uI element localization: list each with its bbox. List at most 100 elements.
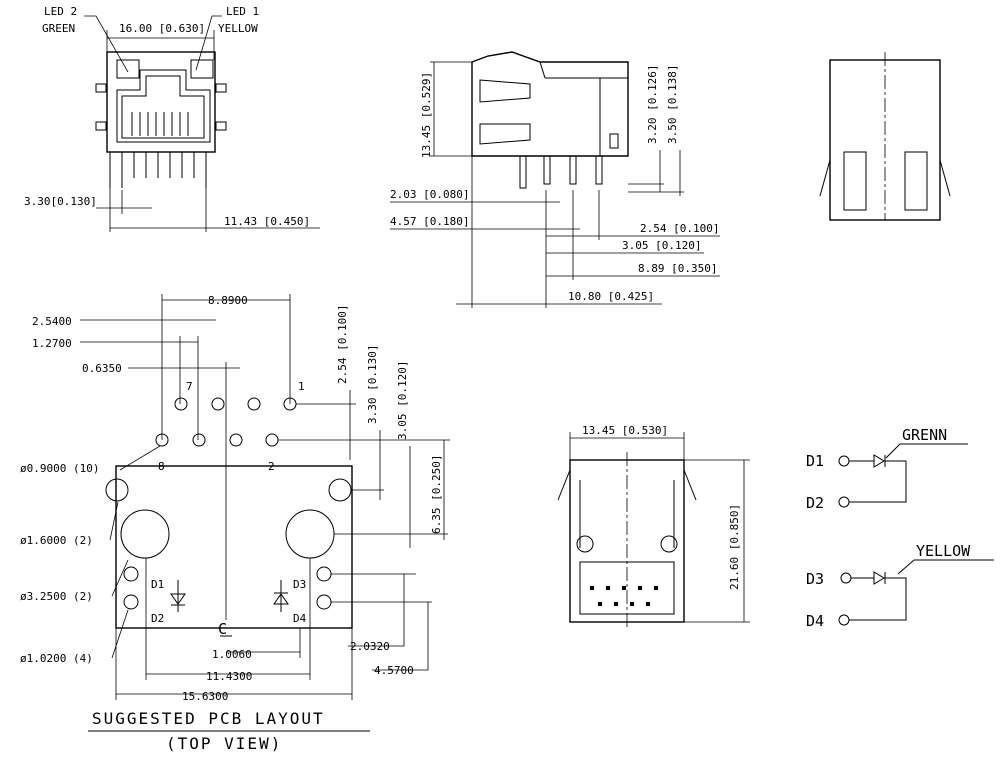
sch-d3-label: D3	[806, 570, 824, 588]
rear-latch	[904, 151, 928, 211]
rear-clip	[939, 159, 951, 197]
pcb-d635-v: 6.35 [0.250]	[430, 455, 443, 534]
pcb-d06350: 0.6350	[82, 362, 122, 375]
side-led-dim2: 3.50 [0.138]	[666, 65, 679, 144]
pcb-d12700: 1.2700	[32, 337, 72, 350]
rj45-inner	[121, 75, 205, 139]
sch-d1-label: D1	[806, 452, 824, 470]
pin-7-label: 7	[186, 380, 193, 393]
pcb-d45700: 4.5700	[374, 664, 414, 677]
sch-terminal	[838, 496, 850, 508]
shield-tab	[95, 83, 107, 93]
rear-latch	[843, 151, 867, 211]
led1-label: LED 1	[226, 5, 259, 18]
pcb-d156300: 15.6300	[182, 690, 228, 703]
rj45-opening	[116, 69, 211, 143]
side-d203: 2.03 [0.080]	[390, 188, 469, 201]
bottom-width-dim: 13.45 [0.530]	[582, 424, 668, 437]
mount-hole-small	[328, 478, 352, 502]
sch-terminal	[840, 572, 852, 584]
side-height-dim: 13.45 [0.529]	[420, 72, 433, 158]
side-d1080: 10.80 [0.425]	[568, 290, 654, 303]
signal-holes-row1	[174, 397, 297, 411]
side-view: 13.45 [0.529] 3.20 [0.126] 3.50 [0.138] …	[390, 51, 720, 308]
shield-tab	[215, 83, 227, 93]
latch-shape	[479, 79, 531, 103]
front-view: LED 2 GREEN LED 1 YELLOW 16.00 [0.630]	[24, 5, 320, 232]
led-hole	[123, 594, 139, 610]
pcb-layout-title: SUGGESTED PCB LAYOUT	[92, 709, 325, 728]
bottom-pins	[590, 586, 658, 606]
bottom-pin-block	[579, 561, 675, 615]
pcb-d330-v: 3.30 [0.130]	[366, 345, 379, 424]
pin-offset-dim: 3.30[0.130]	[24, 195, 97, 208]
yellow-diode-symbol	[873, 571, 885, 585]
bottom-clip	[557, 469, 571, 501]
side-d305: 3.05 [0.120]	[622, 239, 701, 252]
sch-terminal	[838, 614, 850, 626]
side-pins	[519, 155, 603, 189]
centerline-label: C	[218, 620, 227, 638]
pcb-d10060: 1.0060	[212, 648, 252, 661]
hole-325-label: ø3.2500 (2)	[20, 590, 93, 603]
sch-wire	[849, 460, 907, 503]
dimline	[348, 574, 405, 647]
pcb-layout: 8.8900 2.5400 1.2700 0.6350 7 1 8 2	[20, 294, 450, 753]
side-d457: 4.57 [0.180]	[390, 215, 469, 228]
pin-1-label: 1	[298, 380, 305, 393]
label-leader	[897, 559, 915, 575]
pcb-d88900: 8.8900	[208, 294, 248, 307]
hole-09-label: ø0.9000 (10)	[20, 462, 99, 475]
rear-clip	[819, 159, 831, 197]
front-width-dim: 16.00 [0.630]	[119, 22, 205, 35]
jack-body	[106, 51, 216, 153]
latch-shape	[479, 123, 531, 145]
side-d889: 8.89 [0.350]	[638, 262, 717, 275]
led2-window	[116, 59, 140, 79]
signal-holes-row2	[155, 433, 279, 447]
led-window	[609, 133, 619, 149]
pcb-d4-label: D4	[293, 612, 307, 625]
yellow-led-label: YELLOW	[916, 542, 971, 560]
pcb-d2-label: D2	[151, 612, 164, 625]
led1-window	[190, 59, 214, 79]
hole-16-label: ø1.6000 (2)	[20, 534, 93, 547]
led-hole	[123, 566, 139, 582]
pcb-diode-symbol	[170, 580, 186, 612]
pin-span-dim: 11.43 [0.450]	[224, 215, 310, 228]
leader-line	[109, 501, 119, 541]
rear-view	[819, 52, 951, 221]
led2-color: GREEN	[42, 22, 75, 35]
side-edge	[539, 61, 546, 79]
pcb-d20320: 2.0320	[350, 640, 390, 653]
green-diode-symbol	[873, 454, 885, 468]
side-body	[471, 51, 629, 157]
sch-d2-label: D2	[806, 494, 824, 512]
pcb-d305-v: 3.05 [0.120]	[396, 361, 409, 440]
mount-hole-large	[120, 509, 170, 559]
mount-hole-small	[105, 478, 129, 502]
hole-102-label: ø1.0200 (4)	[20, 652, 93, 665]
pcb-outline	[115, 465, 353, 629]
label-leader	[885, 443, 901, 459]
led-hole	[316, 594, 332, 610]
sch-d4-label: D4	[806, 612, 824, 630]
bottom-peg	[660, 535, 678, 553]
dimline	[372, 602, 429, 671]
sch-terminal	[838, 455, 850, 467]
shield-tab	[215, 121, 227, 131]
contact-fingers	[131, 112, 189, 136]
side-d254: 2.54 [0.100]	[640, 222, 719, 235]
led2-label: LED 2	[44, 5, 77, 18]
led-schematic: GRENN D1 D2 YELLOW D3 D4	[806, 426, 994, 630]
pcb-d25400: 2.5400	[32, 315, 72, 328]
side-led-dim1: 3.20 [0.126]	[646, 65, 659, 144]
led1-color: YELLOW	[218, 22, 258, 35]
bottom-peg	[576, 535, 594, 553]
led2-leader	[84, 15, 129, 73]
leader-line	[111, 609, 129, 659]
mount-hole-large	[285, 509, 335, 559]
shield-tab	[95, 121, 107, 131]
leader-line	[111, 559, 129, 597]
